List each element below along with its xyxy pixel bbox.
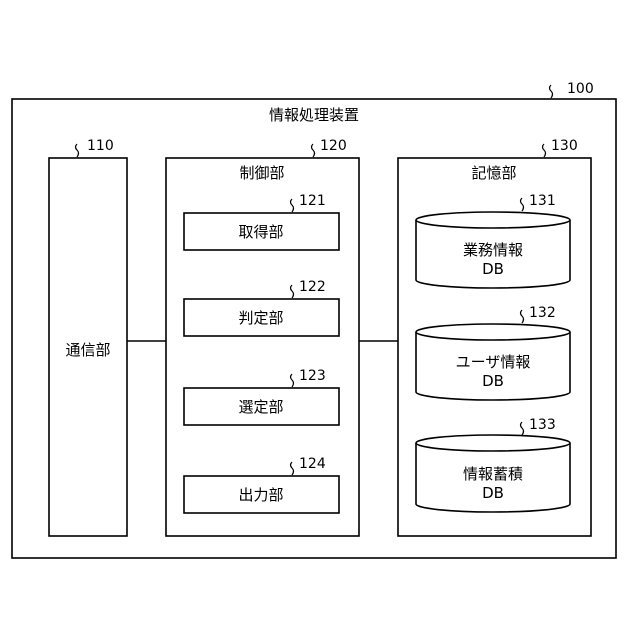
db-ref-user: 132 (529, 305, 556, 321)
control-label: 制御部 (239, 164, 284, 182)
unit-ref-select: 123 (299, 368, 326, 384)
unit-label-output: 出力部 (238, 486, 283, 504)
db-ref-business: 131 (529, 193, 556, 209)
unit-ref-output: 124 (299, 456, 326, 472)
unit-label-acquire: 取得部 (238, 223, 283, 241)
db-suffix-business: DB (482, 260, 504, 278)
unit-ref-acquire: 121 (299, 193, 326, 209)
db-name-accumulation: 情報蓄積 (463, 465, 523, 483)
storage-label: 記憶部 (471, 164, 516, 182)
unit-label-judge: 判定部 (238, 309, 283, 327)
db-name-user: ユーザ情報 (456, 353, 531, 371)
device-ref: 100 (567, 81, 594, 97)
storage-ref: 130 (551, 138, 578, 154)
control-ref: 120 (320, 138, 347, 154)
db-suffix-accumulation: DB (482, 484, 504, 502)
comm-label: 通信部 (65, 341, 110, 359)
db-ref-accumulation: 133 (529, 417, 556, 433)
comm-ref: 110 (87, 138, 114, 154)
db-suffix-user: DB (482, 372, 504, 390)
unit-label-select: 選定部 (238, 398, 283, 416)
device-ref-leader (550, 85, 553, 98)
device-title: 情報処理装置 (269, 106, 359, 124)
unit-ref-judge: 122 (299, 279, 326, 295)
db-name-business: 業務情報 (463, 241, 523, 259)
